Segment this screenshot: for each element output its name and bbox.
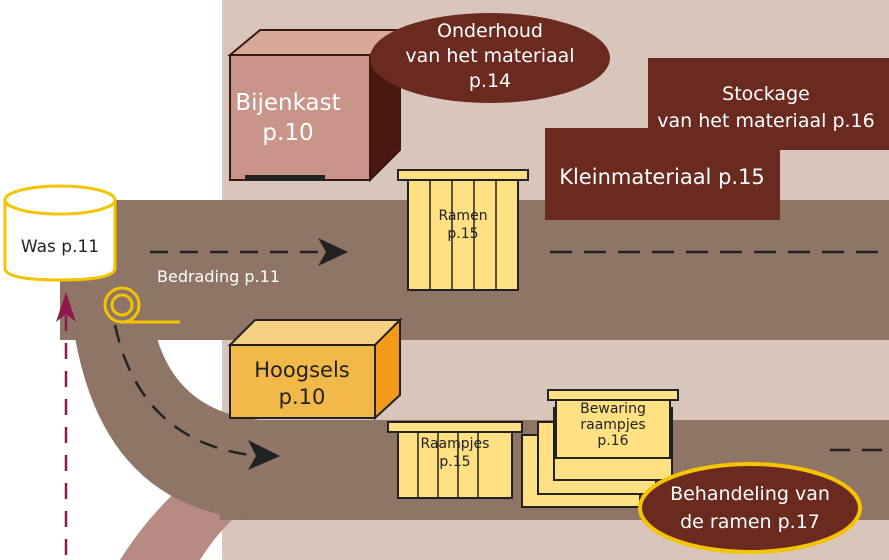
stockage-label-1: Stockage [722, 83, 810, 105]
arrowhead-curve [248, 440, 280, 470]
onderhoud-label-3: p.14 [469, 70, 511, 92]
ramen-label-2: p.15 [447, 226, 478, 242]
bijenkast-box: Bijenkast p.10 [227, 27, 403, 183]
bijenkast-label-1: Bijenkast [235, 90, 340, 116]
was-cylinder: Was p.11 [3, 184, 117, 282]
onderhoud-ellipse: Onderhoud van het materiaal p.14 [370, 13, 610, 103]
dashed-arrow-curve [113, 324, 251, 457]
stockage-label-2: van het materiaal p.16 [657, 110, 874, 132]
hoogsels-box: Hoogsels p.10 [227, 317, 403, 421]
bewaring-label-1: Bewaring [580, 401, 646, 417]
raampjes-label-2: p.15 [439, 454, 470, 470]
was-label: Was p.11 [21, 237, 99, 257]
kleinmateriaal-label: Kleinmateriaal p.15 [559, 165, 765, 189]
bewaring-label-2: raampjes [580, 417, 645, 433]
bewaring-label-3: p.16 [597, 433, 628, 449]
hoogsels-label-2: p.10 [279, 385, 326, 409]
arrowhead-upper [318, 238, 348, 266]
raampjes-label-1: Raampjes [421, 436, 490, 452]
bedrading-label: Bedrading p.11 [157, 267, 280, 286]
ramen-crate: Ramen p.15 [397, 169, 529, 291]
bewaring-stack: Bewaring raampjes p.16 [521, 389, 679, 508]
road-curve [70, 300, 260, 520]
behandeling-ellipse: Behandeling van de ramen p.17 [638, 462, 862, 554]
bijenkast-label-2: p.10 [262, 120, 313, 146]
behandeling-label-1: Behandeling van [670, 483, 830, 505]
behandeling-label-2: de ramen p.17 [680, 511, 820, 533]
onderhoud-label-2: van het materiaal [405, 45, 574, 67]
magenta-arrowhead [56, 292, 76, 322]
ramen-label-1: Ramen [438, 208, 487, 224]
bedrading-coil-icon [103, 286, 180, 324]
kleinmateriaal-box: Kleinmateriaal p.15 [545, 128, 780, 220]
raampjes-crate: Raampjes p.15 [387, 421, 523, 499]
hoogsels-label-1: Hoogsels [254, 358, 349, 382]
onderhoud-label-1: Onderhoud [437, 20, 543, 42]
